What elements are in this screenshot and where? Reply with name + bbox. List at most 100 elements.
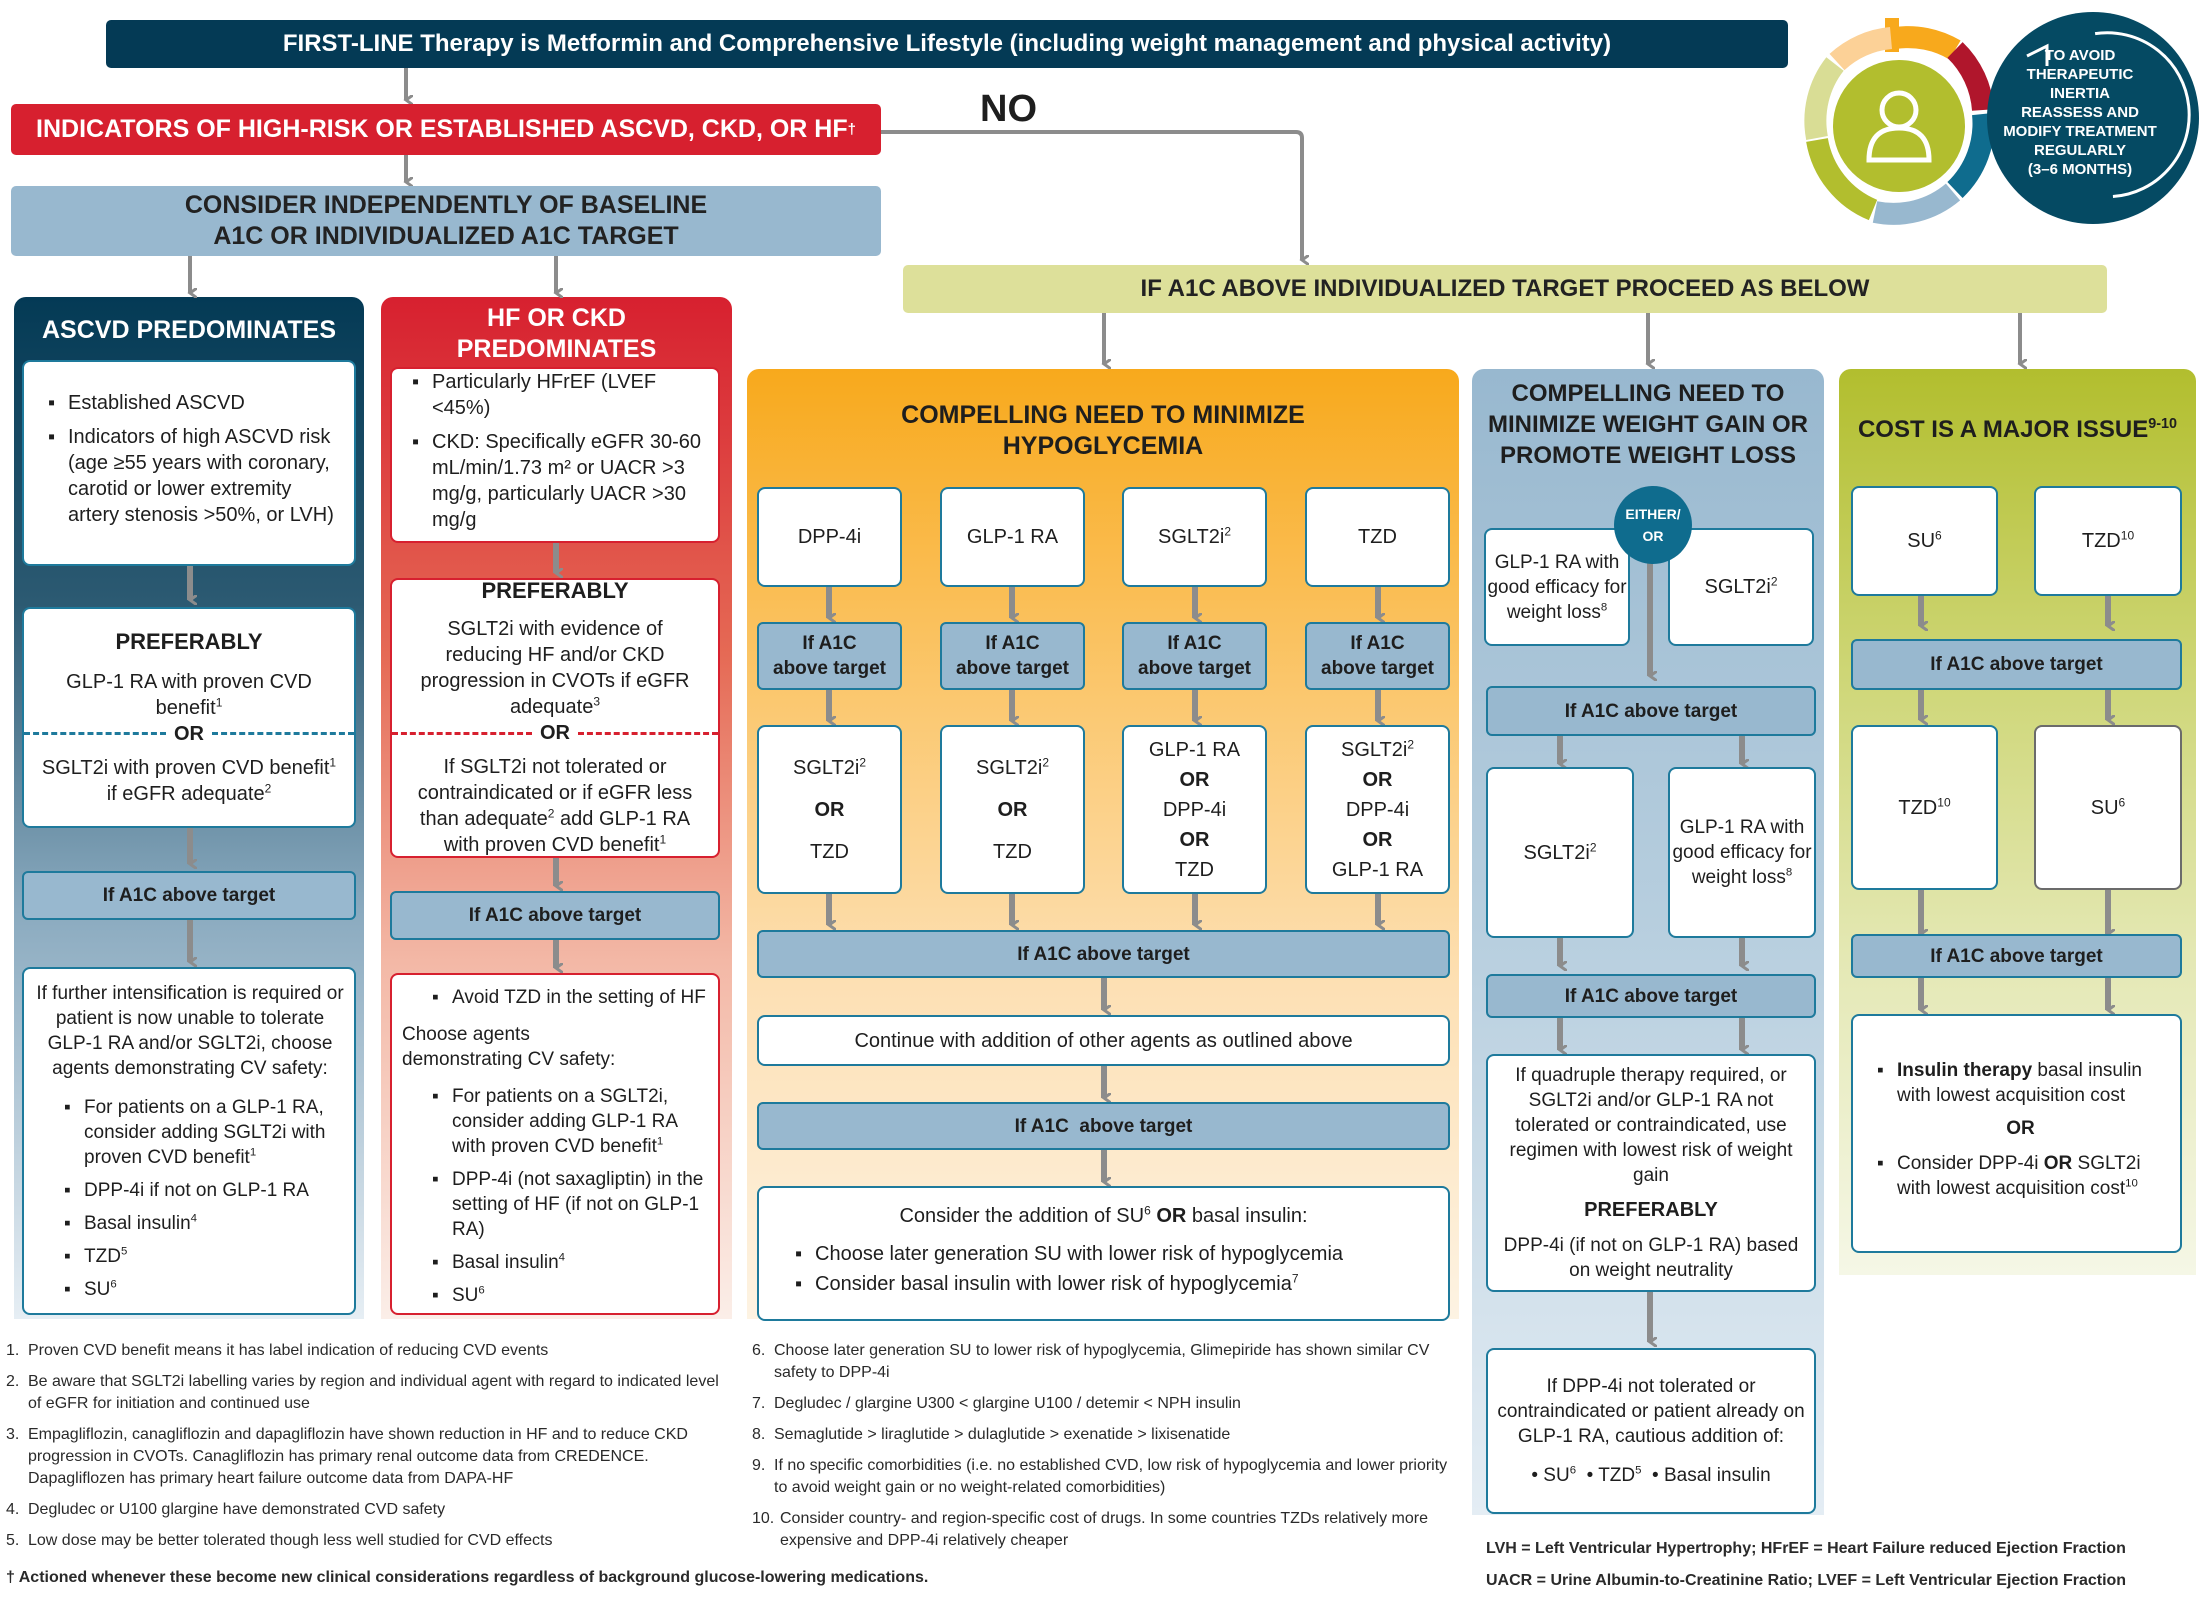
cycle-segment-teal xyxy=(1947,112,1995,198)
text-label: If A1C xyxy=(802,633,857,654)
text-label: GLP-1 RA xyxy=(1331,858,1424,881)
hf-criterion: CKD: Specifically eGFR 30-60 mL/min/1.73… xyxy=(410,429,708,533)
ascvd-agent: TZD5 xyxy=(62,1244,346,1269)
hf-option-1: SGLT2i with evidence of reducing HF and/… xyxy=(392,616,718,720)
text-label: above target xyxy=(1138,658,1251,679)
weight-quadruple-box: If quadruple therapy required, or SGLT2i… xyxy=(1486,1054,1816,1292)
ascvd-option-2-text: SGLT2i with proven CVD benefit xyxy=(41,756,330,779)
reassess-line: (3–6 MONTHS) xyxy=(2027,161,2133,178)
footnote: 8.Semaglutide > liraglutide > dulaglutid… xyxy=(752,1424,1452,1446)
text-label: basal insulin: xyxy=(1191,1204,1308,1227)
text-label: OR xyxy=(1362,768,1393,791)
ascvd-option-2b: if eGFR adequate2 xyxy=(107,781,272,807)
ascvd-or-divider: OR xyxy=(24,721,354,747)
text-label: TZD xyxy=(810,840,849,863)
person-cycle-icon xyxy=(1804,12,2199,225)
text-label: 2. xyxy=(6,1373,20,1390)
text-label: 9. xyxy=(752,1457,766,1474)
weight-dpp-intro: If DPP-4i not tolerated or contraindicat… xyxy=(1497,1376,1805,1447)
hypo-title-line: COMPELLING NEED TO MINIMIZE xyxy=(901,401,1305,429)
hf-option-2a-text: If SGLT2i not tolerated or contraindicat… xyxy=(417,756,693,830)
hf-or-divider: OR xyxy=(392,720,718,746)
hypo-second-options: SGLT2i2 OR TZD xyxy=(940,725,1085,894)
ascvd-option-1: GLP-1 RA with proven CVD benefit1 xyxy=(24,669,354,721)
text-label: PROMOTE WEIGHT LOSS xyxy=(1499,442,1796,469)
text-label: Degludec / glargine U300 < glargine U100… xyxy=(774,1395,1241,1412)
text-label: COST IS A MAJOR ISSUE xyxy=(1857,416,2149,443)
text-label: TZD xyxy=(1898,796,1938,819)
hf-intensification-box: Avoid TZD in the setting of HF Choose ag… xyxy=(390,973,720,1315)
footnote-ref: 10 xyxy=(2120,528,2135,543)
hf-agent: For patients on a SGLT2i, consider addin… xyxy=(430,1084,708,1159)
text-label: TZD xyxy=(1358,526,1397,548)
cost-final-list-2: Consider DPP-4i OR SGLT2i with lowest ac… xyxy=(1875,1151,2166,1209)
text-label: SU xyxy=(2090,796,2119,819)
cycle-segment-olive xyxy=(1806,137,1878,221)
hf-criteria-list: Particularly HFrEF (LVEF <45%) CKD: Spec… xyxy=(410,369,708,541)
hf-intensification-list: For patients on a SGLT2i, consider addin… xyxy=(402,1084,708,1316)
hypo-continue-box: Continue with addition of other agents a… xyxy=(757,1015,1450,1066)
text-label: EITHER/ xyxy=(1625,506,1681,522)
hypo-second-options: SGLT2i2 OR DPP-4i OR GLP-1 RA xyxy=(1305,725,1450,894)
either-or-badge: EITHER/OR xyxy=(1614,486,1692,564)
cost-final-box: Insulin therapy basal insulin with lowes… xyxy=(1851,1014,2182,1253)
hf-avoid-tzd: Avoid TZD in the setting of HF xyxy=(430,985,708,1010)
text-label: Choose later generation SU with lower ri… xyxy=(815,1242,1344,1265)
ascvd-option-2b-text: if eGFR adequate xyxy=(106,782,265,805)
text-label: GLP-1 RA with good efficacy for weight l… xyxy=(1487,551,1627,623)
text-label: MINIMIZE WEIGHT GAIN OR xyxy=(1488,411,1808,438)
footnote: 3.Empagliflozin, canagliflozin and dapag… xyxy=(6,1424,726,1490)
hf-choose-label: Choose agents demonstrating CV safety: xyxy=(402,1024,616,1070)
text-label: GLP-1 RA xyxy=(966,526,1059,548)
or-label: OR xyxy=(540,722,570,744)
no-branch-label: NO xyxy=(980,88,1037,130)
text-label: OR xyxy=(814,798,845,821)
consider-line-2: A1C OR INDIVIDUALIZED A1C TARGET xyxy=(213,222,679,250)
ascvd-agent: DPP-4i if not on GLP-1 RA xyxy=(62,1178,346,1203)
text-label: OR xyxy=(1642,528,1664,544)
text-label: SGLT2i xyxy=(1523,841,1590,864)
weight-second-left: SGLT2i2 xyxy=(1486,767,1634,938)
first-line-therapy-banner: FIRST-LINE Therapy is Metformin and Comp… xyxy=(106,20,1788,68)
proceed-text: IF A1C ABOVE INDIVIDUALIZED TARGET PROCE… xyxy=(1140,275,1870,302)
footnote-ref: 1 xyxy=(659,832,667,847)
footnote: 7.Degludec / glargine U300 < glargine U1… xyxy=(752,1393,1452,1415)
hf-ckd-title: HF OR CKD PREDOMINATES xyxy=(381,303,732,365)
text-label: Consider country- and region-specific co… xyxy=(780,1510,1428,1549)
footnote-ref: 1 xyxy=(249,1146,257,1159)
text-label: If no specific comorbidities (i.e. no es… xyxy=(774,1457,1448,1496)
person-icon xyxy=(1866,90,1932,163)
dagger-note: † Actioned whenever these become new cli… xyxy=(6,1569,929,1586)
cost-title: COST IS A MAJOR ISSUE9-10 xyxy=(1839,416,2196,444)
footnote-ref: 6 xyxy=(1569,1464,1577,1477)
text-label: DPP-4i xyxy=(1162,798,1227,821)
footnote: 1.Proven CVD benefit means it has label … xyxy=(6,1340,726,1362)
text-label: Consider DPP-4i xyxy=(1897,1153,2044,1174)
reassess-line: THERAPEUTIC xyxy=(2026,66,2134,83)
weight-title: COMPELLING NEED TO MINIMIZE WEIGHT GAIN … xyxy=(1472,378,1824,471)
footnote-ref: 5 xyxy=(1635,1464,1642,1477)
text-label: SU xyxy=(1543,1465,1570,1486)
text-label: For patients on a GLP-1 RA, consider add… xyxy=(84,1097,326,1168)
high-risk-indicators-banner: INDICATORS OF HIGH-RISK OR ESTABLISHED A… xyxy=(11,104,881,155)
footnote-ref: 2 xyxy=(1407,736,1414,751)
weight-first-left: GLP-1 RA with good efficacy for weight l… xyxy=(1484,528,1630,646)
hf-preferably-box: PREFERABLY SGLT2i with evidence of reduc… xyxy=(390,578,720,858)
text-label: SU xyxy=(452,1285,479,1306)
hf-option-2b-text: add GLP-1 RA with proven CVD benefit xyxy=(443,808,691,856)
hf-preferably-label: PREFERABLY xyxy=(481,578,629,603)
text-label: COMPELLING NEED TO xyxy=(1511,380,1785,407)
text-label: Low dose may be better tolerated though … xyxy=(28,1532,553,1549)
text-label: Basal insulin xyxy=(452,1252,559,1273)
text-label: TZD xyxy=(993,840,1032,863)
hypo-final-bullet: Consider basal insulin with lower risk o… xyxy=(793,1271,1448,1297)
text-label: OR xyxy=(1156,1204,1187,1227)
weight-preferably-label: PREFERABLY xyxy=(1584,1199,1718,1221)
footnote-ref: 3 xyxy=(593,694,601,709)
reassess-line: REGULARLY xyxy=(2034,142,2126,159)
ascvd-option-1-text: GLP-1 RA with proven CVD benefit xyxy=(66,670,312,719)
ascvd-preferably-box: PREFERABLY GLP-1 RA with proven CVD bene… xyxy=(22,607,356,828)
ascvd-criteria-list: Established ASCVD Indicators of high ASC… xyxy=(46,390,340,536)
text-label: OR xyxy=(2043,1153,2073,1174)
